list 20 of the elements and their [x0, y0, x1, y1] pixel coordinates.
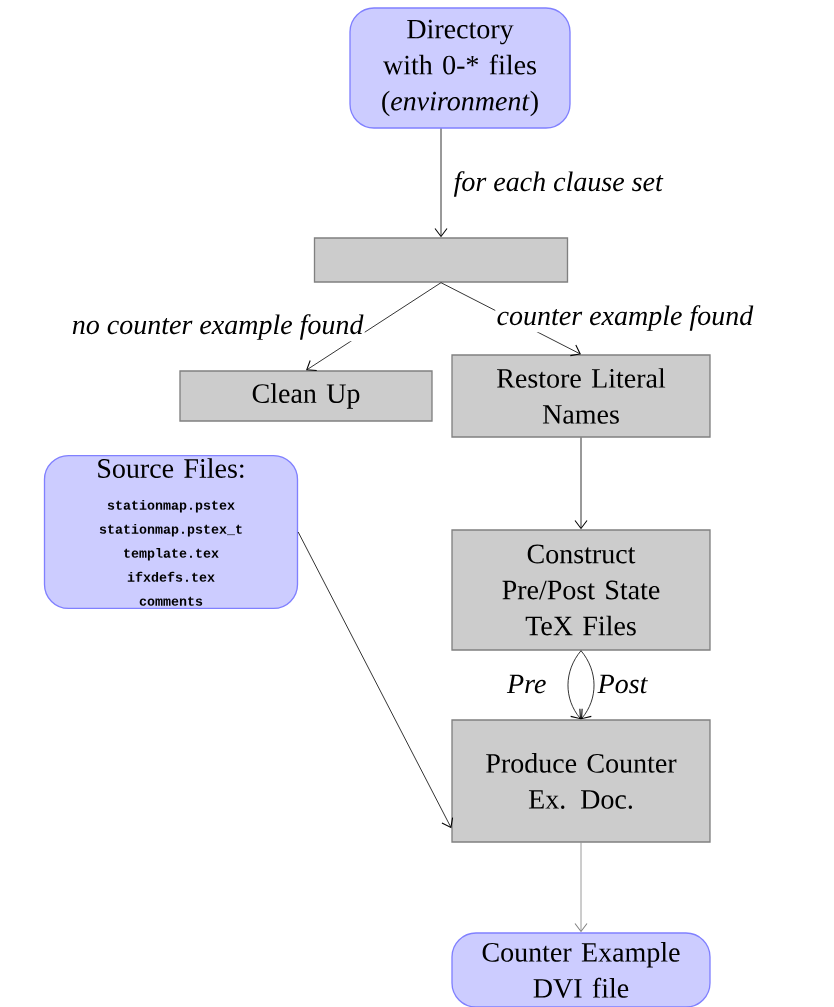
process-box [313, 237, 569, 283]
rounded-box: Counter Example DVI file [451, 932, 711, 1007]
edge-label: no counter example found [70, 312, 365, 342]
rounded-box: Source Files: stationmap.pstex stationmap.pstex_t template.tex ifxdefs.tex comments [43, 454, 299, 610]
process-box: Construct Pre/Post State TeX Files [451, 529, 711, 651]
process-box: Produce Counter Ex. Doc. [451, 719, 711, 843]
edge-label: counter example found [495, 303, 755, 333]
process-box: Clean Up [179, 370, 433, 422]
arrow [574, 437, 588, 530]
arrow [434, 128, 448, 238]
rounded-box: Directory with 0-* files (environment) [349, 7, 571, 129]
arrow [574, 842, 588, 933]
arrow [306, 282, 442, 372]
arrow [297, 531, 454, 829]
process-box: Restore Literal Names [451, 354, 711, 438]
arrow [567, 650, 582, 720]
arrow [580, 650, 595, 720]
edge-label: Pre [505, 673, 548, 695]
edge-label: Post [596, 673, 649, 695]
edge-label: for each clause set [452, 169, 665, 199]
